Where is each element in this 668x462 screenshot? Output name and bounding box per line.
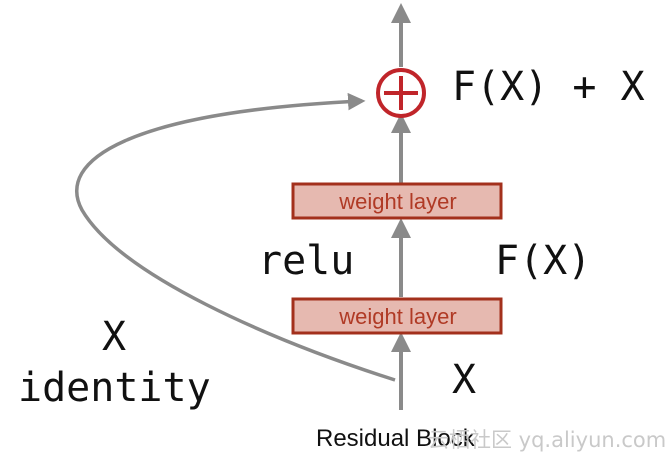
weight-layer-top-label: weight layer (338, 189, 456, 214)
sum-node (376, 68, 426, 118)
skip-x-label: X (102, 314, 126, 360)
weight-layer-top: weight layer (291, 182, 503, 220)
residual-function-label: F(X) (495, 238, 591, 284)
output-label: F(X) + X (452, 64, 645, 110)
identity-label: identity (18, 365, 211, 411)
caption: Residual Block (316, 425, 476, 452)
relu-label: relu (258, 238, 354, 284)
weight-layer-bottom-label: weight layer (338, 304, 456, 329)
weight-layer-bottom: weight layer (291, 297, 503, 335)
watermark: 云栖社区 yq.aliyun.com (428, 428, 666, 452)
identity-skip-arrow (75, 92, 396, 382)
input-x-label: X (452, 357, 476, 403)
